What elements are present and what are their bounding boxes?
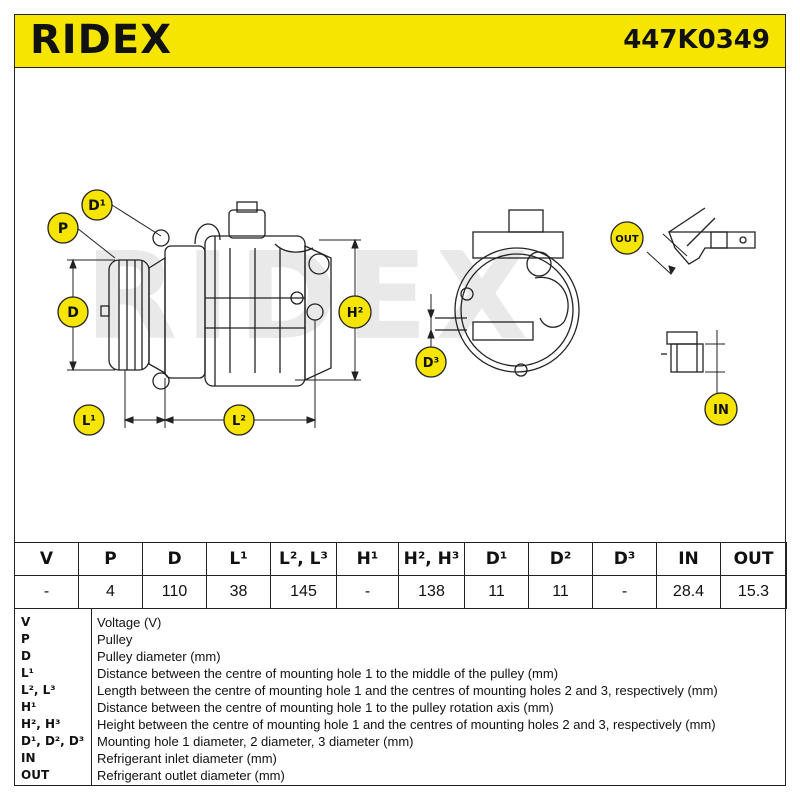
legend-row: P Pulley [15, 631, 785, 648]
specs-header-row: V P D L¹ L², L³ H¹ H², H³ D¹ D² D³ IN OU… [14, 542, 787, 576]
value-cell: 110 [142, 575, 207, 609]
legend-row: L¹ Distance between the centre of mounti… [15, 665, 785, 682]
inlet-fitting [661, 331, 704, 373]
legend-key: OUT [21, 768, 50, 782]
callout-h2: H² [338, 295, 372, 329]
callout-d1: D¹ [81, 189, 113, 221]
svg-text:D³: D³ [423, 356, 440, 371]
callout-in: IN [704, 392, 738, 426]
legend-key: H², H³ [21, 717, 61, 731]
callout-d: D [57, 296, 89, 328]
compressor-side-view [100, 201, 332, 390]
callout-l2: L² [223, 404, 255, 436]
part-number: 447K0349 [623, 25, 770, 55]
svg-text:OUT: OUT [615, 234, 639, 245]
svg-text:H²: H² [347, 306, 364, 321]
legend-desc: Pulley diameter (mm) [97, 649, 221, 664]
header-cell: D [142, 542, 207, 576]
legend-row: D Pulley diameter (mm) [15, 648, 785, 665]
legend-desc: Distance between the centre of mounting … [97, 700, 554, 715]
legend-row: L², L³ Length between the centre of moun… [15, 682, 785, 699]
value-cell: 28.4 [656, 575, 721, 609]
header-cell: H², H³ [398, 542, 465, 576]
specs-table: V P D L¹ L², L³ H¹ H², H³ D¹ D² D³ IN OU… [14, 542, 787, 609]
legend-row: V Voltage (V) [15, 614, 785, 631]
value-cell: 38 [206, 575, 271, 609]
callout-p: P [47, 212, 79, 244]
legend-desc: Mounting hole 1 diameter, 2 diameter, 3 … [97, 734, 414, 749]
legend-key: L¹ [21, 666, 34, 680]
legend-desc: Length between the centre of mounting ho… [97, 683, 718, 698]
legend-desc: Pulley [97, 632, 133, 647]
svg-text:P: P [58, 221, 68, 237]
value-cell: 145 [270, 575, 337, 609]
value-cell: 11 [464, 575, 529, 609]
header-cell: IN [656, 542, 721, 576]
legend-divider [91, 608, 92, 785]
header-bar [14, 14, 786, 68]
svg-text:L¹: L¹ [82, 414, 96, 429]
callout-out: OUT [610, 221, 644, 255]
legend-desc: Distance between the centre of mounting … [97, 666, 559, 681]
value-cell: - [336, 575, 399, 609]
value-cell: - [14, 575, 79, 609]
drawing-svg: RIDEX [47, 189, 756, 436]
legend-row: OUT Refrigerant outlet diameter (mm) [15, 767, 785, 784]
svg-text:IN: IN [713, 403, 729, 418]
legend-key: D¹, D², D³ [21, 734, 85, 748]
legend-key: D [21, 649, 31, 663]
outlet-dimension [646, 233, 688, 276]
header-cell: L², L³ [270, 542, 337, 576]
legend-key: V [21, 615, 31, 629]
legend-desc: Height between the centre of mounting ho… [97, 717, 716, 732]
header-cell: D¹ [464, 542, 529, 576]
header-cell: P [78, 542, 143, 576]
inlet-dimension [705, 330, 725, 398]
svg-text:D¹: D¹ [88, 198, 106, 214]
legend-desc: Voltage (V) [97, 615, 162, 630]
callout-d3: D³ [415, 346, 447, 378]
header-cell: V [14, 542, 79, 576]
legend-row: D¹, D², D³ Mounting hole 1 diameter, 2 d… [15, 733, 785, 750]
outlet-fitting [668, 207, 756, 265]
value-cell: 4 [78, 575, 143, 609]
specs-value-row: - 4 110 38 145 - 138 11 11 - 28.4 15.3 [14, 575, 787, 609]
callout-l1: L¹ [73, 404, 105, 436]
svg-text:L²: L² [232, 414, 246, 429]
svg-text:D: D [67, 305, 79, 321]
brand-logo: RIDEX [30, 17, 173, 63]
rear-view-dimensions [427, 294, 435, 352]
value-cell: 138 [398, 575, 465, 609]
value-cell: - [592, 575, 657, 609]
legend-key: IN [21, 751, 36, 765]
legend-row: H¹ Distance between the centre of mounti… [15, 699, 785, 716]
legend-key: L², L³ [21, 683, 56, 697]
legend-key: P [21, 632, 30, 646]
legend-desc: Refrigerant outlet diameter (mm) [97, 768, 285, 783]
header-cell: OUT [720, 542, 787, 576]
legend-row: IN Refrigerant inlet diameter (mm) [15, 750, 785, 767]
header-cell: D³ [592, 542, 657, 576]
header-cell: L¹ [206, 542, 271, 576]
legend-desc: Refrigerant inlet diameter (mm) [97, 751, 277, 766]
value-cell: 11 [528, 575, 593, 609]
value-cell: 15.3 [720, 575, 787, 609]
compressor-rear-view [435, 209, 580, 377]
legend-key: H¹ [21, 700, 37, 714]
header-cell: D² [528, 542, 593, 576]
header-cell: H¹ [336, 542, 399, 576]
technical-drawing: RIDEX [14, 68, 786, 542]
legend: V Voltage (V) P Pulley D Pulley diameter… [14, 608, 786, 786]
legend-row: H², H³ Height between the centre of moun… [15, 716, 785, 733]
